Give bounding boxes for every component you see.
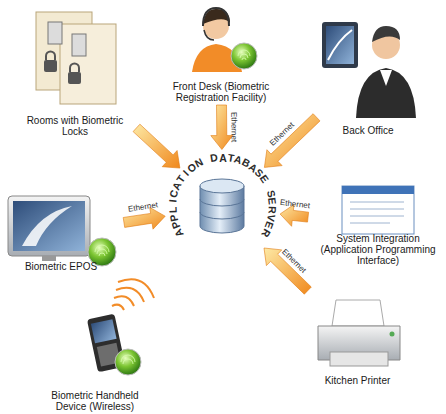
arrow-shape bbox=[133, 124, 180, 168]
arrow-shape bbox=[264, 114, 320, 168]
arc-letter: I bbox=[167, 199, 178, 203]
system-node: Kitchen Printer bbox=[305, 292, 410, 386]
system-node: Back Office bbox=[318, 0, 418, 136]
arc-letter: L bbox=[167, 206, 178, 213]
server-arc-label: APPLICATION DATABASE SERVER bbox=[165, 150, 280, 265]
arc-letter bbox=[204, 154, 210, 165]
arc-letter: R bbox=[267, 205, 278, 213]
arc-letter: D bbox=[210, 152, 219, 164]
node-label: Front Desk (Biometric Registration Facil… bbox=[160, 81, 282, 103]
system-node: Rooms with Biometric Locks bbox=[15, 5, 135, 137]
node-label: Rooms with Biometric Locks bbox=[15, 115, 135, 137]
node-caption-group: Front Desk (Biometric Registration Facil… bbox=[160, 81, 282, 103]
node-caption-group: Rooms with Biometric Locks bbox=[15, 115, 135, 137]
system-node: Front Desk (Biometric Registration Facil… bbox=[160, 0, 282, 103]
system-node: Biometric EPOS bbox=[0, 192, 122, 272]
connection-label: Ethernet bbox=[280, 197, 311, 209]
node-caption-group: Kitchen Printer bbox=[305, 375, 410, 386]
printer-icon bbox=[318, 300, 400, 366]
database-icon bbox=[200, 179, 244, 233]
receptionist-icon bbox=[192, 8, 257, 72]
arc-letter: S bbox=[264, 189, 277, 199]
node-caption-group: Back Office bbox=[318, 125, 418, 136]
node-caption-group: System Integration (Application Programm… bbox=[310, 233, 446, 266]
system-node: Biometric Handheld Device (Wireless) bbox=[40, 298, 150, 412]
connection-label: Ethernet bbox=[229, 112, 238, 142]
node-label: Back Office bbox=[318, 125, 418, 136]
system-node: System Integration (Application Programm… bbox=[310, 184, 446, 266]
node-label: Kitchen Printer bbox=[305, 375, 410, 386]
node-label: Biometric EPOS bbox=[0, 261, 122, 272]
system-node: APPLICATION DATABASE SERVER bbox=[165, 150, 280, 265]
ethernet-arrow bbox=[264, 114, 320, 168]
back-office-icon bbox=[322, 22, 416, 118]
node-label: Biometric Handheld Device (Wireless) bbox=[40, 390, 150, 412]
node-caption-group: Biometric EPOS bbox=[0, 261, 122, 272]
node-caption-group: Biometric Handheld Device (Wireless) bbox=[40, 390, 150, 412]
ethernet-arrow bbox=[133, 124, 180, 168]
handheld-device-icon bbox=[87, 279, 154, 375]
arc-letter: E bbox=[266, 197, 278, 205]
application-window-icon bbox=[342, 186, 414, 234]
epos-terminal-icon bbox=[8, 196, 116, 266]
node-label: System Integration (Application Programm… bbox=[310, 233, 446, 266]
arc-letter: P bbox=[167, 213, 179, 222]
arc-letter: A bbox=[219, 152, 227, 163]
arc-letter bbox=[262, 182, 273, 189]
door-icons bbox=[36, 12, 116, 104]
